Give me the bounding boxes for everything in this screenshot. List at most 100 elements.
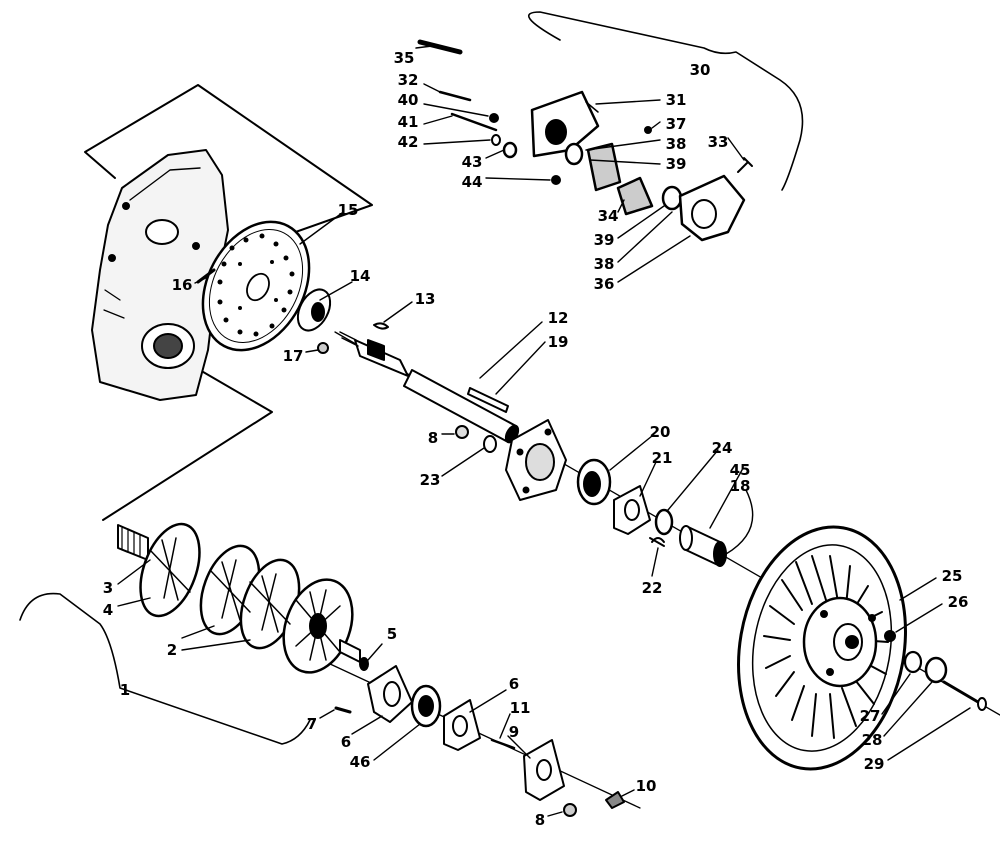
- callout-41: 41: [397, 113, 419, 131]
- callout-6a: 6: [340, 733, 352, 751]
- callout-6b: 6: [508, 675, 520, 693]
- callout-15: 15: [337, 201, 359, 219]
- lower-reference-outline: [102, 361, 273, 521]
- caliper-spring: [644, 126, 652, 134]
- callout-45: 45: [729, 461, 751, 479]
- shaft-washer: [359, 657, 369, 671]
- callout-35: 35: [393, 49, 415, 67]
- jackshaft-bearing: [576, 458, 612, 506]
- callout-24: 24: [711, 439, 733, 457]
- bearing-bolt: [334, 706, 352, 714]
- callout-13: 13: [414, 290, 436, 308]
- callout-23: 23: [419, 471, 441, 489]
- callout-21: 21: [651, 449, 673, 467]
- callout-33: 33: [707, 133, 729, 151]
- housing-nut: [563, 803, 577, 817]
- brake-disc: [201, 220, 311, 352]
- leader-lines: [117, 45, 971, 817]
- caliper-lock-nut: [551, 175, 561, 185]
- callout-29: 29: [863, 755, 885, 773]
- callout-34: 34: [597, 207, 619, 225]
- hub-nut: [317, 342, 329, 354]
- brake-caliper-body: [530, 90, 600, 158]
- callout-4: 4: [102, 601, 114, 619]
- caliper-long-bolt: [450, 112, 498, 132]
- callout-10: 10: [635, 777, 657, 795]
- shaft-key: [467, 387, 509, 413]
- callout-20: 20: [649, 423, 671, 441]
- callout-44: 44: [461, 173, 483, 191]
- callout-25: 25: [941, 567, 963, 585]
- callout-42: 42: [397, 133, 419, 151]
- callout-46: 46: [349, 753, 371, 771]
- caliper-washer: [489, 113, 499, 123]
- callout-30: 30: [689, 61, 711, 79]
- driven-lock-washer: [903, 650, 923, 674]
- brake-pad-inner: [586, 142, 622, 192]
- callout-12: 12: [547, 309, 569, 327]
- bearing-flange-plate: [505, 419, 567, 501]
- bleeder-screw: [737, 157, 753, 173]
- callout-39a: 39: [665, 155, 687, 173]
- caliper-pin: [417, 39, 463, 55]
- callout-28: 28: [861, 731, 883, 749]
- caliper-piston-housing: [678, 174, 746, 242]
- callout-39b: 39: [593, 231, 615, 249]
- callout-37: 37: [665, 115, 687, 133]
- caliper-oring: [564, 142, 584, 166]
- callout-1: 1: [119, 681, 131, 699]
- callout-22: 22: [641, 579, 663, 597]
- grease-fitting: [605, 791, 625, 809]
- driven-nut: [884, 630, 896, 642]
- driven-clutch: [737, 525, 907, 771]
- callout-31: 31: [665, 91, 687, 109]
- callout-38b: 38: [593, 255, 615, 273]
- callout-36: 36: [593, 275, 615, 293]
- bearing-housing-plate: [523, 739, 565, 801]
- callout-32: 32: [397, 71, 419, 89]
- callout-3: 3: [102, 579, 114, 597]
- jackshaft-nut: [455, 425, 469, 439]
- callout-16: 16: [171, 276, 193, 294]
- caliper-bolt: [438, 90, 472, 102]
- jackshaft-tube: [403, 369, 520, 444]
- woodruff-key: [373, 322, 389, 330]
- callout-17: 17: [282, 347, 304, 365]
- bearing-flange: [613, 485, 651, 535]
- callout-26: 26: [947, 593, 969, 611]
- callout-27: 27: [859, 707, 881, 725]
- housing-reference-outline: [84, 84, 373, 259]
- jackshaft-washer: [483, 435, 497, 453]
- caliper-seal: [491, 134, 501, 146]
- callout-14: 14: [349, 267, 371, 285]
- callout-8a: 8: [427, 429, 439, 447]
- callout-11: 11: [509, 699, 531, 717]
- assembly-bracket-30: [528, 11, 804, 191]
- callout-5: 5: [386, 625, 398, 643]
- callout-18: 18: [729, 477, 751, 495]
- drive-bearing-flange: [367, 665, 413, 723]
- callout-9: 9: [508, 723, 520, 741]
- outer-bearing-flange: [443, 699, 481, 751]
- callout-7: 7: [306, 715, 318, 733]
- callout-19: 19: [547, 333, 569, 351]
- drive-shaft-assembly: [117, 522, 361, 674]
- housing-bolt: [490, 738, 516, 750]
- driven-bolt: [942, 680, 987, 711]
- callout-43: 43: [461, 153, 483, 171]
- driven-spacer: [679, 525, 727, 567]
- callout-2: 2: [166, 641, 178, 659]
- brake-pad-outer: [616, 176, 654, 216]
- spacer-washer: [654, 508, 674, 536]
- callout-38a: 38: [665, 135, 687, 153]
- flange-bolt: [649, 537, 665, 547]
- disc-hub: [296, 288, 332, 332]
- callout-40: 40: [397, 91, 419, 109]
- callout-8b: 8: [534, 811, 546, 829]
- drive-shaft-bearing: [410, 684, 442, 728]
- chaincase-housing: [91, 149, 229, 401]
- assembly-bracket-1: [19, 592, 311, 745]
